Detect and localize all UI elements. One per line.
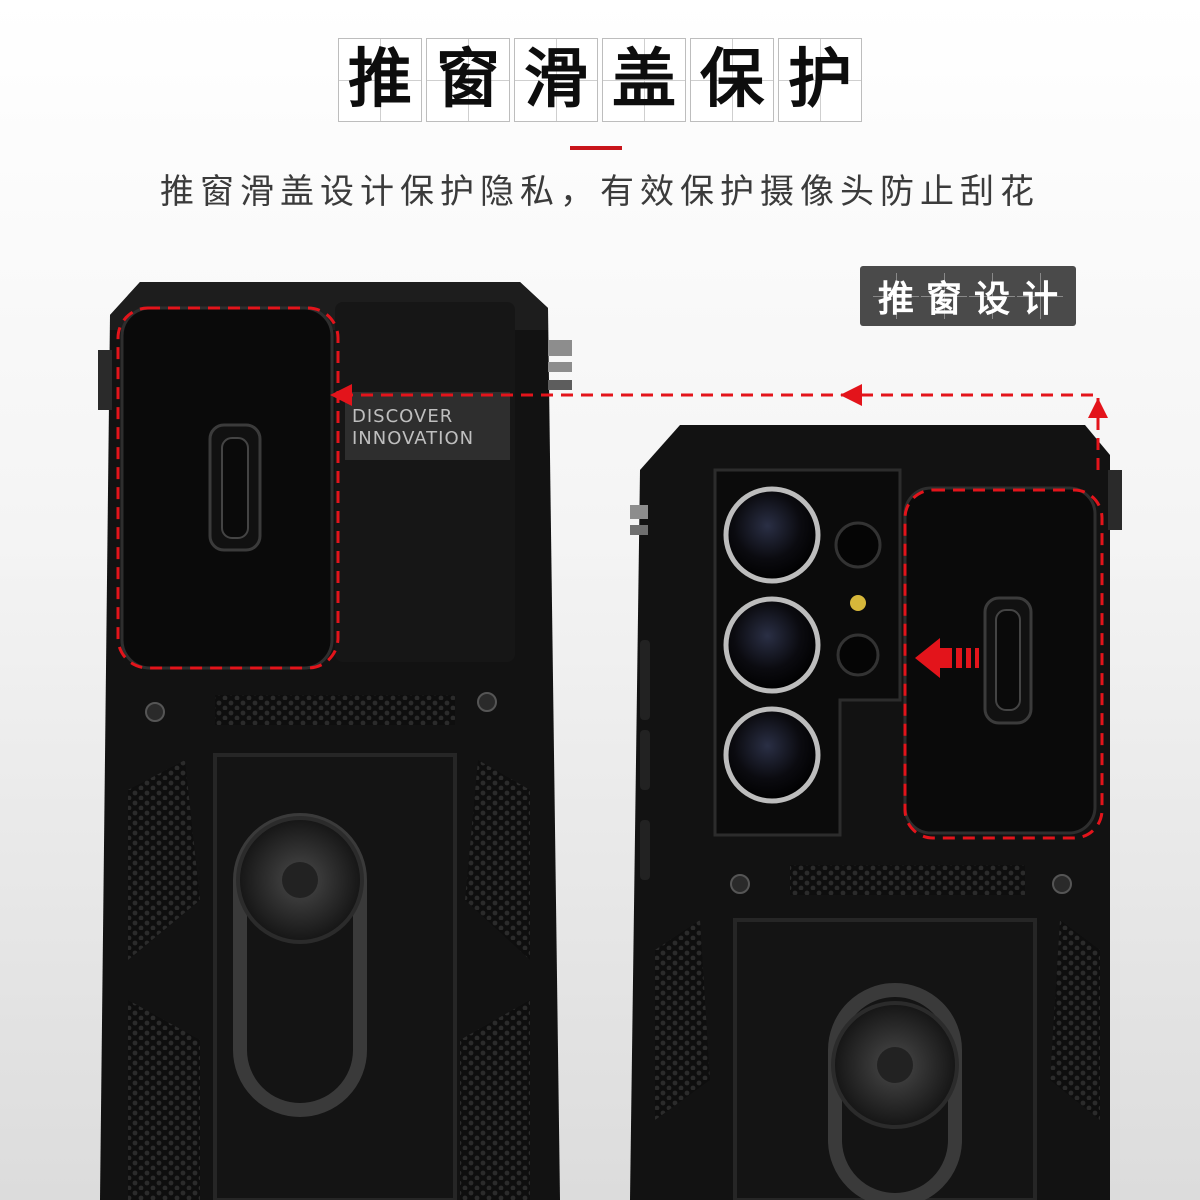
red-annotations — [116, 306, 1104, 840]
title-char: 盖 — [602, 38, 686, 122]
title-char: 推 — [338, 38, 422, 122]
brand-line-2: INNOVATION — [352, 428, 475, 449]
arrow-heads — [330, 384, 1108, 678]
badge-char: 推 — [873, 273, 919, 320]
page-title: 推 窗 滑 盖 保 护 — [338, 38, 866, 122]
badge-char: 窗 — [921, 273, 967, 320]
right-case — [630, 425, 1122, 1200]
badge-char: 计 — [1017, 273, 1063, 320]
left-case — [98, 282, 572, 1200]
badge-char: 设 — [969, 273, 1015, 320]
feature-badge: 推 窗 设 计 — [860, 266, 1076, 326]
title-char: 滑 — [514, 38, 598, 122]
title-char: 保 — [690, 38, 774, 122]
subtitle: 推窗滑盖设计保护隐私，有效保护摄像头防止刮花 — [160, 172, 1040, 212]
brand-line-1: DISCOVER — [352, 406, 454, 427]
title-char: 窗 — [426, 38, 510, 122]
brand-text: DISCOVER INNOVATION — [352, 406, 474, 450]
title-char: 护 — [778, 38, 862, 122]
title-underline — [570, 146, 622, 150]
